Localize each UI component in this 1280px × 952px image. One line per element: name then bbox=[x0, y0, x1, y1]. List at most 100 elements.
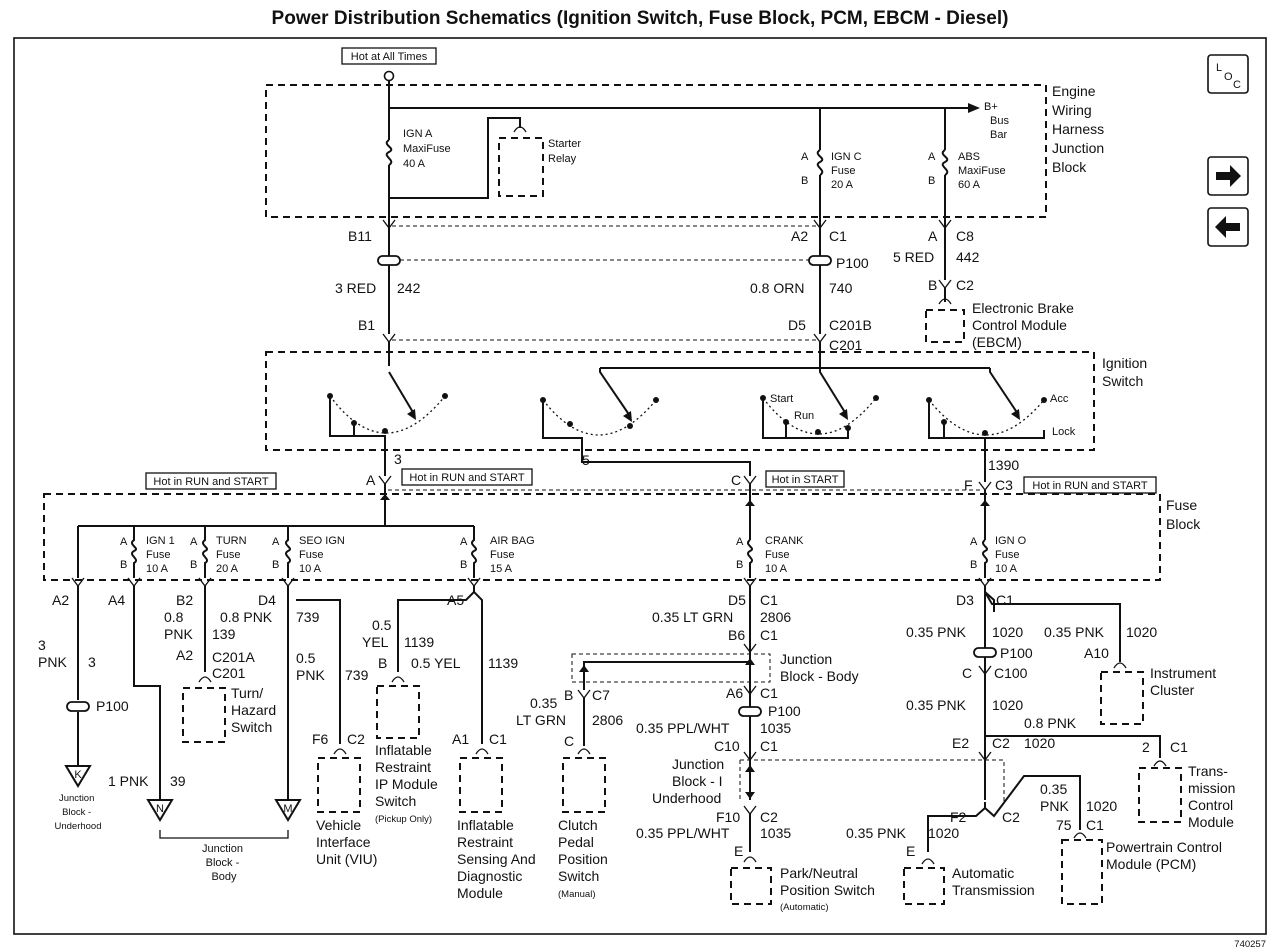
svg-text:0.35 PNK: 0.35 PNK bbox=[846, 825, 907, 841]
svg-text:C7: C7 bbox=[592, 687, 610, 703]
svg-text:D5: D5 bbox=[788, 317, 806, 333]
svg-text:E: E bbox=[906, 843, 915, 859]
ignition-switch-housing bbox=[265, 351, 1095, 451]
svg-text:C2: C2 bbox=[1002, 809, 1020, 825]
jb-underhood-label: Junction Block - Underhood bbox=[54, 793, 101, 832]
svg-text:Hot at All Times: Hot at All Times bbox=[351, 51, 428, 63]
svg-text:A: A bbox=[736, 536, 744, 548]
switch-contact-2 bbox=[599, 368, 631, 417]
svg-text:2806: 2806 bbox=[592, 712, 623, 728]
svg-text:(Pickup Only): (Pickup Only) bbox=[375, 814, 432, 825]
svg-text:A2: A2 bbox=[52, 592, 69, 608]
svg-text:Hot in START: Hot in START bbox=[772, 474, 839, 486]
location-view-button[interactable]: L O C bbox=[1207, 54, 1249, 94]
fuse-block-bus bbox=[78, 484, 986, 540]
instrument-cluster bbox=[1100, 671, 1144, 725]
svg-text:B1: B1 bbox=[358, 317, 375, 333]
svg-text:0.35 PPL/WHT: 0.35 PPL/WHT bbox=[636, 825, 730, 841]
svg-text:242: 242 bbox=[397, 280, 421, 296]
tcm-label: Trans- mission Control Module bbox=[1188, 763, 1239, 830]
svg-text:C1: C1 bbox=[489, 731, 507, 747]
svg-text:0.35 PNK: 0.35 PNK bbox=[1044, 624, 1105, 640]
svg-text:B: B bbox=[120, 559, 127, 571]
svg-text:Hot in RUN and START: Hot in RUN and START bbox=[153, 476, 268, 488]
svg-text:1020: 1020 bbox=[992, 697, 1023, 713]
park-neutral-switch bbox=[730, 867, 772, 905]
automatic-transmission bbox=[903, 867, 945, 905]
svg-text:A2: A2 bbox=[791, 228, 808, 244]
svg-text:C1: C1 bbox=[829, 228, 847, 244]
splice-p100-center-icon bbox=[738, 706, 762, 717]
turn-hazard-switch bbox=[182, 687, 226, 743]
ign-a-fuse-icon bbox=[385, 139, 393, 166]
svg-text:2: 2 bbox=[1142, 739, 1150, 755]
next-page-button[interactable] bbox=[1207, 156, 1249, 196]
bplus-bus-bar bbox=[388, 80, 968, 109]
svg-text:C2: C2 bbox=[956, 277, 974, 293]
figure-id: 740257 bbox=[1234, 939, 1266, 950]
svg-text:5: 5 bbox=[582, 452, 590, 468]
diagram-frame bbox=[13, 37, 1267, 935]
svg-text:B: B bbox=[970, 559, 977, 571]
svg-text:F: F bbox=[964, 477, 973, 493]
svg-text:M: M bbox=[283, 803, 292, 815]
svg-text:739: 739 bbox=[345, 667, 369, 683]
svg-text:C10: C10 bbox=[714, 738, 740, 754]
clutch-switch bbox=[562, 757, 606, 813]
svg-text:C201B: C201B bbox=[829, 317, 872, 333]
svg-text:0.8 PNK: 0.8 PNK bbox=[220, 609, 273, 625]
svg-text:P100: P100 bbox=[1000, 645, 1033, 661]
svg-text:C1: C1 bbox=[996, 592, 1014, 608]
svg-text:C1: C1 bbox=[760, 738, 778, 754]
svg-text:C201A: C201A bbox=[212, 649, 255, 665]
svg-text:D4: D4 bbox=[258, 592, 276, 608]
svg-text:A: A bbox=[190, 536, 198, 548]
svg-text:F10: F10 bbox=[716, 809, 740, 825]
svg-text:B: B bbox=[378, 655, 387, 671]
svg-text:A2: A2 bbox=[176, 647, 193, 663]
svg-text:C1: C1 bbox=[760, 592, 778, 608]
svg-text:A6: A6 bbox=[726, 685, 743, 701]
svg-text:C1: C1 bbox=[760, 685, 778, 701]
svg-text:1390: 1390 bbox=[988, 457, 1019, 473]
ign-c-label: IGN C Fuse 20 A bbox=[831, 151, 865, 191]
ign-c-fuse-icon bbox=[816, 149, 824, 176]
svg-text:5 RED: 5 RED bbox=[893, 249, 934, 265]
svg-text:3 RED: 3 RED bbox=[335, 280, 376, 296]
svg-text:E2: E2 bbox=[952, 735, 969, 751]
svg-text:A: A bbox=[970, 536, 978, 548]
svg-text:A1: A1 bbox=[452, 731, 469, 747]
svg-text:Hot in RUN and START: Hot in RUN and START bbox=[409, 472, 524, 484]
svg-text:1020: 1020 bbox=[1024, 735, 1055, 751]
connector-m-icon bbox=[274, 799, 302, 822]
svg-text:A: A bbox=[460, 536, 468, 548]
svg-text:1 PNK: 1 PNK bbox=[108, 773, 149, 789]
svg-text:0.35 PNK: 0.35 PNK bbox=[906, 697, 967, 713]
ir-ip-label: Inflatable Restraint IP Module Switch bbox=[375, 742, 442, 809]
svg-text:A: A bbox=[801, 151, 809, 163]
svg-text:75: 75 bbox=[1056, 817, 1072, 833]
svg-text:3: 3 bbox=[88, 654, 96, 670]
splice-p100-k-icon bbox=[66, 701, 90, 712]
svg-text:A10: A10 bbox=[1084, 645, 1109, 661]
svg-text:1035: 1035 bbox=[760, 720, 791, 736]
turn-hazard-label: Turn/ Hazard Switch bbox=[231, 685, 280, 735]
svg-text:B2: B2 bbox=[176, 592, 193, 608]
svg-text:1020: 1020 bbox=[928, 825, 959, 841]
svg-text:1020: 1020 bbox=[1126, 624, 1157, 640]
previous-page-button[interactable] bbox=[1207, 207, 1249, 247]
instrument-cluster-label: Instrument Cluster bbox=[1150, 665, 1220, 698]
jb-body-center bbox=[571, 653, 771, 683]
svg-text:0.8 PNK: 0.8 PNK bbox=[1024, 715, 1077, 731]
ebcm-label: Electronic Brake Control Module (EBCM) bbox=[972, 300, 1078, 350]
fuse-block bbox=[43, 493, 1161, 581]
jb-body-center-label: Junction Block - Body bbox=[780, 651, 859, 684]
